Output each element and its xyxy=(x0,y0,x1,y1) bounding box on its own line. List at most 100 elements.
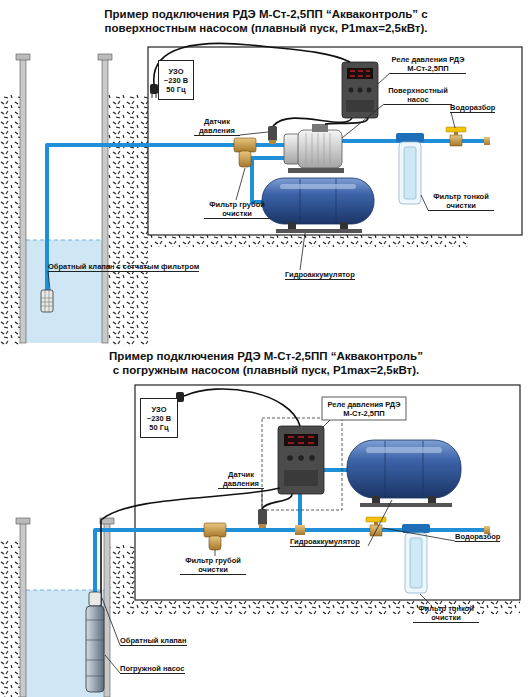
leader-line xyxy=(262,488,263,509)
pressure-sensor xyxy=(258,509,267,525)
soil-hatching xyxy=(110,545,135,600)
water-pipe xyxy=(47,141,488,292)
fine-filter xyxy=(404,147,416,199)
leader-line xyxy=(102,420,455,673)
pressure-relay xyxy=(358,88,363,93)
pressure-relay xyxy=(284,434,318,446)
well xyxy=(98,54,112,60)
leader-line xyxy=(368,500,392,546)
water-pipe xyxy=(95,530,488,594)
coarse-filter xyxy=(239,151,251,167)
leader-line xyxy=(420,594,430,604)
coarse-filter xyxy=(209,536,221,550)
leader-line xyxy=(378,73,390,84)
surface-pump xyxy=(312,124,328,132)
pressure-sensor xyxy=(269,140,276,144)
submersible-pump xyxy=(89,592,101,606)
house-outline xyxy=(135,385,520,600)
pressure-tank xyxy=(280,184,356,189)
callout-label: Обратный клапан xyxy=(120,636,187,646)
pressure-sensor xyxy=(268,126,277,144)
coarse-filter xyxy=(234,138,256,167)
callout-label: Обратный клапан с сетчатым фильтром xyxy=(48,262,199,272)
well xyxy=(26,240,102,241)
callout-label: Реле давления РДЭ М-Ст-2,5ПП xyxy=(390,55,466,74)
pressure-relay xyxy=(309,455,315,461)
callout-label: Фильтр грубой очистки xyxy=(204,200,270,219)
rcd-label: УЗО ~230 В 50 Гц xyxy=(142,405,176,432)
pressure-relay xyxy=(288,437,314,443)
well xyxy=(102,58,108,343)
house-outline xyxy=(148,47,522,235)
leader-line xyxy=(451,112,455,128)
pressure-relay xyxy=(342,62,378,118)
submersible-pump xyxy=(86,620,104,676)
rcd-box: УЗО ~230 В 50 Гц xyxy=(158,60,194,100)
submersible-pump xyxy=(86,592,104,692)
well xyxy=(26,590,104,697)
pressure-tank xyxy=(340,222,348,230)
pressure-relay xyxy=(298,455,304,461)
pressure-relay xyxy=(346,100,374,112)
check-valve xyxy=(41,290,53,312)
power-cable xyxy=(184,389,300,426)
pressure-relay xyxy=(349,88,354,93)
coarse-filter xyxy=(204,523,226,550)
callout-label: Фильтр тонкой очистки xyxy=(428,192,494,211)
well xyxy=(26,590,104,591)
submersible-pump xyxy=(86,606,104,692)
fine-filter xyxy=(399,142,421,204)
leader-line xyxy=(48,271,50,290)
callout-label: Реле давления РДЭ М-Ст-2,5ПП xyxy=(324,400,404,418)
power-cable xyxy=(101,488,280,606)
pressure-relay xyxy=(347,68,373,79)
pressure-tank xyxy=(366,447,442,453)
water-pipe xyxy=(47,145,290,292)
well xyxy=(104,522,110,697)
well xyxy=(16,54,112,343)
well xyxy=(16,518,30,524)
soil-hatching xyxy=(0,540,20,697)
pressure-relay xyxy=(367,88,372,93)
leader-line xyxy=(421,195,428,210)
soil-hatching xyxy=(108,235,468,247)
check-valve xyxy=(41,290,53,312)
callout-label: Гидроаккумулятор xyxy=(285,270,355,280)
fine-filter xyxy=(396,133,424,204)
soil-hatching xyxy=(0,540,520,697)
power-plug xyxy=(150,84,158,94)
pressure-tank xyxy=(276,229,362,233)
label-box xyxy=(322,397,406,420)
soil-hatching xyxy=(0,95,468,345)
callout-label: Фильтр грубой очистки xyxy=(180,556,246,575)
leader-line xyxy=(383,528,455,541)
soil-hatching xyxy=(108,95,148,345)
well xyxy=(26,240,102,343)
callout-label: Водоразбор xyxy=(455,532,500,542)
fine-filter xyxy=(396,133,424,142)
leader-line xyxy=(322,420,330,428)
power-cable xyxy=(262,494,292,509)
callout-label: Поверхностный насос xyxy=(384,86,452,105)
rcd-box: УЗО ~230 В 50 Гц xyxy=(140,398,178,438)
pressure-relay xyxy=(350,71,370,76)
pressure-tank xyxy=(347,440,461,507)
water-tap xyxy=(446,127,466,132)
pressure-sensor xyxy=(259,524,266,528)
coarse-filter xyxy=(234,138,256,152)
soil-hatching xyxy=(0,95,20,345)
fine-filter xyxy=(405,533,427,593)
well xyxy=(16,518,114,697)
surface-pump xyxy=(284,124,344,173)
surface-pump xyxy=(306,133,330,165)
section-heading: Пример подключения РДЭ М-Ст-2,5ПП “Аквак… xyxy=(96,349,436,377)
check-valve xyxy=(41,290,53,312)
pressure-relay xyxy=(342,62,378,118)
diagram-title: Пример подключения РДЭ М-Ст-2,5ПП “Аквак… xyxy=(96,7,436,35)
pressure-relay xyxy=(278,426,324,494)
callout-label: Погружной насос xyxy=(120,664,185,674)
pressure-sensor xyxy=(268,126,277,141)
callout-label: Водоразбор xyxy=(450,103,495,113)
